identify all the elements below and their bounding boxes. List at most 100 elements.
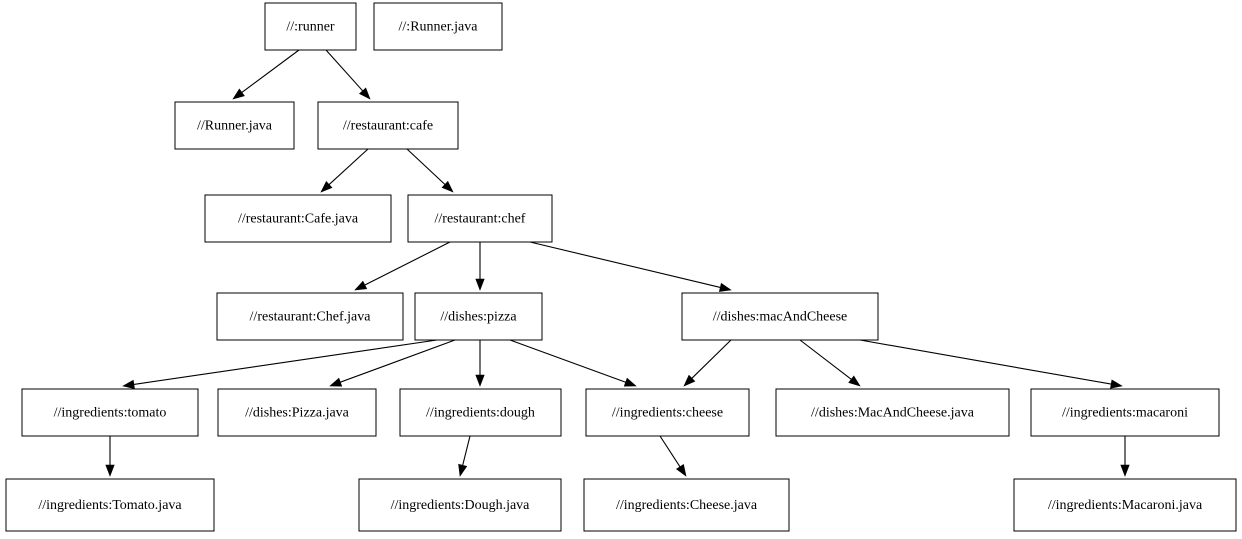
graph-node-macandcheese_java[interactable]: //dishes:MacAndCheese.java xyxy=(775,388,1010,437)
node-label: //ingredients:cheese xyxy=(612,406,723,421)
node-box[interactable] xyxy=(317,101,459,150)
edge-line xyxy=(799,339,852,380)
edge-line xyxy=(241,49,300,93)
node-label: //ingredients:tomato xyxy=(54,406,167,421)
graph-node-runner_java_root[interactable]: //:Runner.java xyxy=(373,2,503,51)
node-label: //restaurant:Cafe.java xyxy=(238,212,359,227)
node-label: //ingredients:Macaroni.java xyxy=(1048,498,1203,513)
graph-edge xyxy=(475,242,485,291)
graph-node-pizza_java[interactable]: //dishes:Pizza.java xyxy=(217,388,377,437)
node-label: //dishes:pizza xyxy=(440,310,517,325)
graph-edge xyxy=(859,339,1123,389)
edge-arrowhead-icon xyxy=(718,282,732,292)
edge-arrowhead-icon xyxy=(475,374,485,387)
node-label: //restaurant:Chef.java xyxy=(250,310,372,325)
node-box[interactable] xyxy=(204,194,392,243)
node-box[interactable] xyxy=(358,478,562,532)
graph-node-runner_java[interactable]: //Runner.java xyxy=(174,101,295,150)
graph-node-dough_java[interactable]: //ingredients:Dough.java xyxy=(358,478,562,532)
node-box[interactable] xyxy=(5,478,215,532)
node-label: //ingredients:dough xyxy=(426,406,535,421)
node-label: //ingredients:Dough.java xyxy=(391,498,531,513)
edge-line xyxy=(659,435,681,468)
graph-edge xyxy=(105,436,115,477)
edge-arrowhead-icon xyxy=(1110,379,1123,389)
graph-edge xyxy=(325,49,371,100)
graph-edge xyxy=(232,49,300,100)
node-box[interactable] xyxy=(399,388,562,437)
node-label: //restaurant:chef xyxy=(435,212,526,227)
graph-edge xyxy=(122,339,438,389)
graph-node-dishes_macandchee[interactable]: //dishes:macAndCheese xyxy=(681,292,879,341)
node-box[interactable] xyxy=(373,2,503,51)
node-label: //dishes:MacAndCheese.java xyxy=(811,406,975,421)
graph-node-runner[interactable]: //:runner xyxy=(264,2,357,51)
node-box[interactable] xyxy=(1030,388,1220,437)
edge-line xyxy=(406,148,446,185)
node-label: //ingredients:Cheese.java xyxy=(616,498,758,513)
graph-node-restaurant_cafe[interactable]: //restaurant:cafe xyxy=(317,101,459,150)
graph-node-ing_cheese[interactable]: //ingredients:cheese xyxy=(585,388,750,437)
edge-line xyxy=(529,241,721,288)
edge-arrowhead-icon xyxy=(1120,464,1130,477)
edge-arrowhead-icon xyxy=(458,463,468,477)
graph-node-ing_dough[interactable]: //ingredients:dough xyxy=(399,388,562,437)
node-box[interactable] xyxy=(414,292,543,341)
node-box[interactable] xyxy=(407,194,553,243)
node-box[interactable] xyxy=(775,388,1010,437)
graph-node-dishes_pizza[interactable]: //dishes:pizza xyxy=(414,292,543,341)
graph-node-restaurant_chef[interactable]: //restaurant:chef xyxy=(407,194,553,243)
graph-edge xyxy=(659,435,687,477)
node-box[interactable] xyxy=(585,388,750,437)
node-label: //ingredients:macaroni xyxy=(1062,406,1188,421)
edge-line xyxy=(859,339,1112,385)
edge-line xyxy=(328,148,369,185)
edge-arrowhead-icon xyxy=(232,88,245,100)
edge-arrowhead-icon xyxy=(475,278,485,291)
graph-node-macaroni_java[interactable]: //ingredients:Macaroni.java xyxy=(1013,478,1237,532)
node-label: //ingredients:Tomato.java xyxy=(38,498,182,513)
node-box[interactable] xyxy=(21,388,199,437)
edge-arrowhead-icon xyxy=(105,464,115,477)
edge-arrowhead-icon xyxy=(320,180,333,193)
node-box[interactable] xyxy=(583,478,790,532)
edge-arrowhead-icon xyxy=(848,375,861,387)
graph-node-cheese_java[interactable]: //ingredients:Cheese.java xyxy=(583,478,790,532)
graph-edge xyxy=(683,339,732,387)
edge-line xyxy=(133,339,438,385)
edge-arrowhead-icon xyxy=(359,87,371,100)
node-label: //dishes:macAndCheese xyxy=(713,310,848,325)
graph-node-cafe_java[interactable]: //restaurant:Cafe.java xyxy=(204,194,392,243)
graph-edge xyxy=(354,241,451,291)
node-box[interactable] xyxy=(1013,478,1237,532)
edge-line xyxy=(509,339,626,383)
nodes-layer: //:runner //:Runner.java //Runner.java //re… xyxy=(5,2,1237,532)
graph-node-tomato_java[interactable]: //ingredients:Tomato.java xyxy=(5,478,215,532)
graph-node-ing_macaroni[interactable]: //ingredients:macaroni xyxy=(1030,388,1220,437)
edge-arrowhead-icon xyxy=(329,377,343,387)
node-label: //:runner xyxy=(286,20,335,35)
graph-edge xyxy=(458,435,471,477)
graph-edge xyxy=(509,339,637,387)
node-label: //dishes:Pizza.java xyxy=(245,406,350,421)
node-box[interactable] xyxy=(217,388,377,437)
graph-edge xyxy=(475,340,485,387)
node-label: //:Runner.java xyxy=(399,20,479,35)
edge-arrowhead-icon xyxy=(122,379,135,389)
edge-arrowhead-icon xyxy=(675,463,687,477)
node-box[interactable] xyxy=(216,292,404,341)
node-box[interactable] xyxy=(174,101,295,150)
edge-arrowhead-icon xyxy=(623,377,637,387)
edge-arrowhead-icon xyxy=(354,280,368,291)
node-box[interactable] xyxy=(681,292,879,341)
graph-node-chef_java[interactable]: //restaurant:Chef.java xyxy=(216,292,404,341)
graph-edge xyxy=(406,148,454,193)
graph-node-ing_tomato[interactable]: //ingredients:tomato xyxy=(21,388,199,437)
edge-line xyxy=(364,241,451,286)
node-label: //restaurant:cafe xyxy=(343,119,433,134)
graph-edge xyxy=(529,241,732,292)
node-label: //Runner.java xyxy=(197,119,273,134)
node-box[interactable] xyxy=(264,2,357,51)
